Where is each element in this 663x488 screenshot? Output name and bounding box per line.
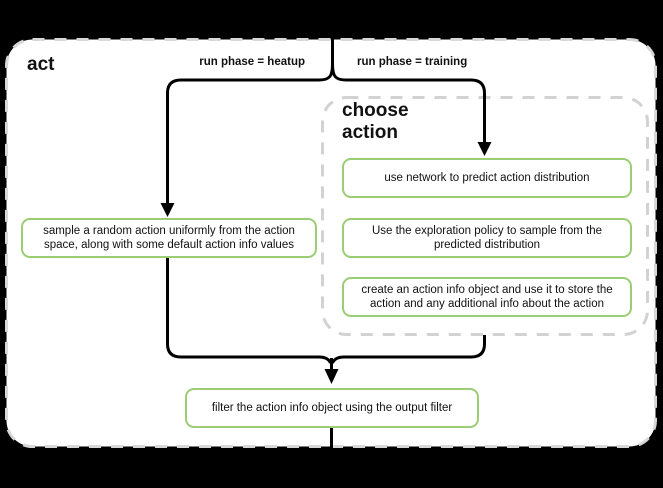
node-create-action-info: create an action info object and use it … xyxy=(342,277,632,317)
arrowhead-to-filter-node xyxy=(324,369,339,384)
node-filter-output: filter the action info object using the … xyxy=(185,388,479,428)
edge-sample-to-merge xyxy=(166,258,332,364)
arrowhead-to-sample-node xyxy=(160,203,175,217)
node-use-network: use network to predict action distributi… xyxy=(342,158,632,198)
node-sample-random-action: sample a random action uniformly from th… xyxy=(21,218,317,258)
edge-label-heatup: run phase = heatup xyxy=(199,56,305,68)
act-panel-title: act xyxy=(27,54,55,75)
choose-action-group-title: choose action xyxy=(342,100,409,143)
edge-label-training: run phase = training xyxy=(357,56,468,68)
edge-training-branch xyxy=(331,63,486,144)
arrowhead-to-network-node xyxy=(477,142,492,156)
node-exploration-policy: Use the exploration policy to sample fro… xyxy=(342,218,632,258)
edge-group-to-merge xyxy=(331,335,486,364)
